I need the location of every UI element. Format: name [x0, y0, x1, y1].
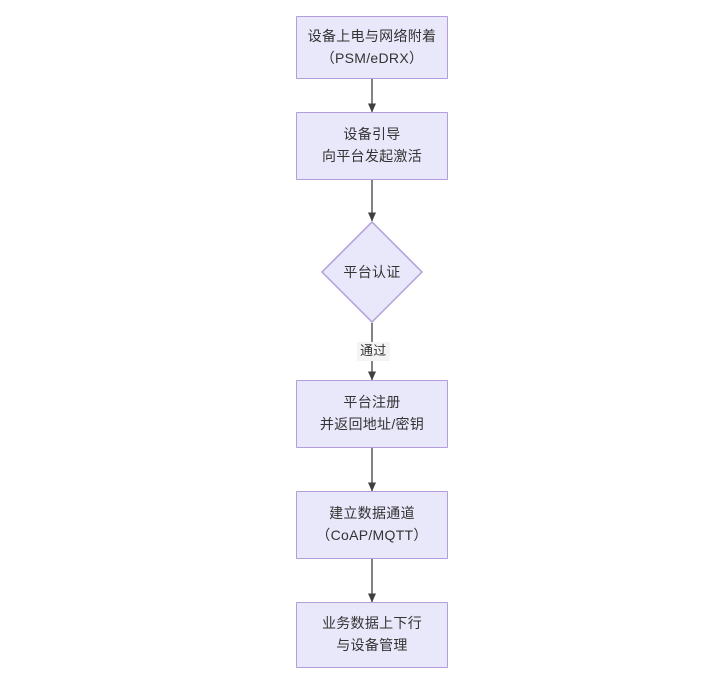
process-node[interactable]: 业务数据上下行 与设备管理 — [296, 602, 448, 668]
process-node[interactable]: 建立数据通道 （CoAP/MQTT） — [296, 491, 448, 559]
process-node[interactable]: 设备引导 向平台发起激活 — [296, 112, 448, 180]
process-node[interactable]: 平台注册 并返回地址/密钥 — [296, 380, 448, 448]
diamond-shape — [321, 221, 423, 323]
process-node[interactable]: 设备上电与网络附着 （PSM/eDRX） — [296, 16, 448, 79]
decision-node[interactable]: 平台认证 — [321, 221, 423, 323]
edge-label: 通过 — [357, 342, 390, 361]
